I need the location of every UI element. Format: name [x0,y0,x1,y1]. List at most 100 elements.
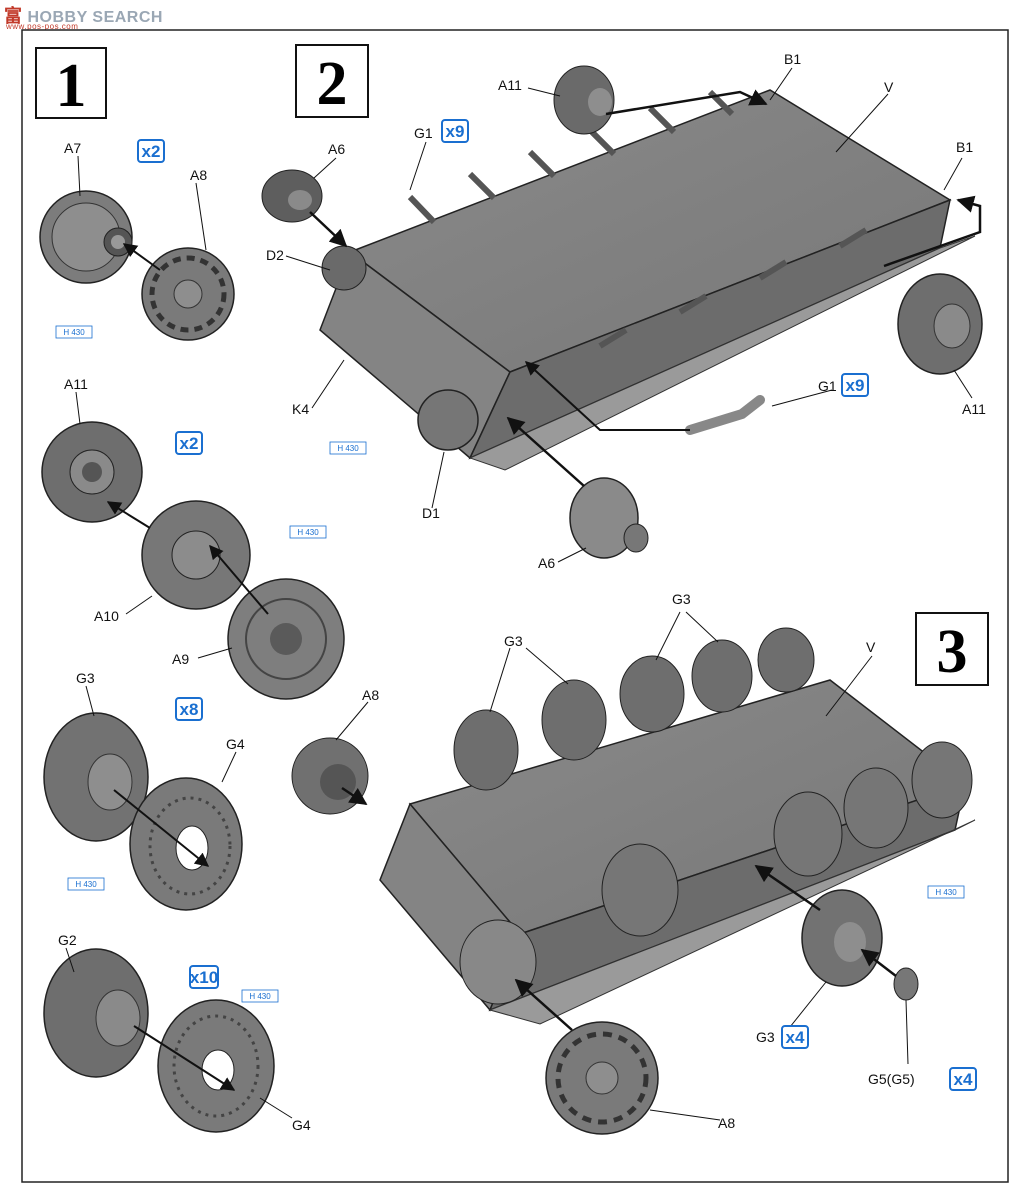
label-a6-top: A6 [328,141,345,157]
paint-s1-a7: H 430 [63,328,85,337]
watermark-text: HOBBY SEARCH [27,9,163,26]
arrow-a6-to-hull [309,211,348,248]
a10-wheel [141,500,251,610]
g5-cap [893,967,919,1001]
step-2-number: 2 [317,50,348,118]
arrow-a8-bottom-to-hull [514,978,573,1031]
step-2-box: 2 [295,44,369,118]
qty-badge-s1-g3: x8 [175,697,203,721]
qty-badge-s3-g5: x4 [949,1067,977,1091]
label-g5: G5(G5) [868,1071,915,1087]
paint-ref-s1-a9: H 430 [289,525,327,539]
label-k4: K4 [292,401,309,417]
leader-lines [65,67,973,1121]
watermark-url: www.pos-pos.com [6,22,79,31]
arrow-g1-to-hull [524,361,690,431]
label-a8-step1: A8 [190,167,207,183]
qty-badge-s2-g1-right: x9 [841,373,869,397]
a11-wheel-right [897,273,983,375]
step-3-number: 3 [937,618,968,686]
label-v-step2: V [884,79,894,95]
arrow-a8-to-a7 [122,243,161,271]
a7-hub [39,190,133,284]
label-a11-right: A11 [962,401,986,417]
label-a8-step3-top: A8 [362,687,379,703]
label-g4-step1b: G4 [292,1117,311,1133]
a6-sprocket-hub-top [261,169,323,223]
hull-step2 [319,89,976,471]
paint-ref-s1-g3: H 430 [67,877,105,891]
label-g2: G2 [58,932,77,948]
label-b1-top: B1 [784,51,801,67]
arrow-g3-to-hull-step3 [754,864,821,912]
label-g3-step3-bottom: G3 [756,1029,775,1045]
label-a8-step3-bottom: A8 [718,1115,735,1131]
qty-s3-g5: x4 [954,1070,973,1089]
paint-ref-s1-g4: H 430 [241,989,279,1003]
arrow-a11-right-to-b1 [883,195,982,268]
qty-badge-s1-a7: x2 [137,139,165,163]
qty-s1-g2: x10 [190,968,218,987]
g4-wheel-step1b [157,999,275,1133]
a6-hub-bottom [569,477,649,559]
arrow-g4-to-g2 [133,1025,236,1091]
paint-s1-g4: H 430 [249,992,271,1001]
label-d1: D1 [422,505,440,521]
label-a11-top: A11 [498,77,522,93]
page-frame [21,29,1009,1183]
step-1-box: 1 [35,47,107,120]
label-v-step3: V [866,639,876,655]
paint-ref-s1-a7: H 430 [55,325,93,339]
label-g1-right: G1 [818,378,837,394]
paint-s3-g5: H 430 [935,888,957,897]
label-g3-step3-left: G3 [504,633,523,649]
label-b1-right: B1 [956,139,973,155]
qty-s3-g3: x4 [786,1028,805,1047]
torsion-arms-step2 [407,89,868,349]
arrow-a6-bottom-to-hull [506,416,585,487]
qty-s2-g1-top: x9 [446,122,465,141]
a11-wheel-top [553,65,615,135]
road-wheels-step3-rear [453,627,815,791]
qty-s1-a7: x2 [142,142,161,161]
arrow-g4-to-g3 [113,789,210,867]
step-1-number: 1 [56,52,87,120]
qty-badge-s3-g3: x4 [781,1025,809,1049]
label-a6-bottom: A6 [538,555,555,571]
qty-badge-s2-g1-top: x9 [441,119,469,143]
arrow-g5-to-g3 [860,948,897,977]
label-a11-step1: A11 [64,376,88,392]
arrow-a10-to-a11 [106,501,151,529]
paint-ref-s2-k4: H 430 [329,441,367,455]
paint-s1-g3: H 430 [75,880,97,889]
g1-arm-part [685,395,765,435]
label-a10: A10 [94,608,119,624]
arrow-a8-to-hull-step3 [341,786,368,806]
step-3-box: 3 [915,612,989,686]
a11-wheel-step1 [41,421,143,523]
a8-sprocket-step3-bottom [545,1021,659,1135]
label-a7: A7 [64,140,81,156]
label-g3-step3-mid: G3 [672,591,691,607]
qty-badge-s1-a11: x2 [175,431,203,455]
label-g3-step1: G3 [76,670,95,686]
arrow-a11-to-b1 [605,89,768,116]
watermark: 富 HOBBY SEARCH www.pos-pos.com [4,2,163,31]
a9-wheel [227,578,345,700]
label-a9: A9 [172,651,189,667]
a8-sprocket-step1 [141,247,235,341]
g2-wheel [43,948,149,1078]
a8-sprocket-step3-top [291,737,369,815]
g4-wheel-step1 [129,777,243,911]
label-g4-step1: G4 [226,736,245,752]
label-g1-top: G1 [414,125,433,141]
arrow-a9-to-a10 [209,544,269,615]
paint-ref-s3-g5: H 430 [927,885,965,899]
qty-badge-s1-g2: x10 [189,965,219,989]
qty-s1-a11: x2 [180,434,199,453]
paint-s1-a9: H 430 [297,528,319,537]
qty-s2-g1-right: x9 [846,376,865,395]
watermark-brand: 富 [4,6,23,26]
label-d2: D2 [266,247,284,263]
